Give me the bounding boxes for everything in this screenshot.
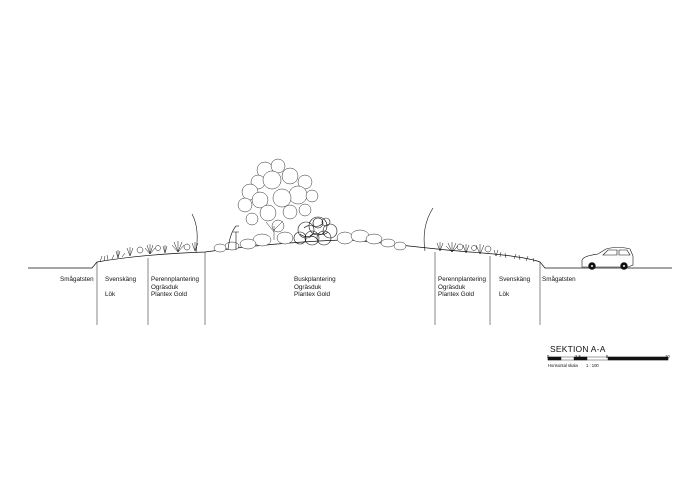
- scale-tick-0: 0: [547, 354, 550, 359]
- car-icon: [581, 247, 634, 270]
- zone-label-svenskang-left: Svenskäng Lök: [105, 276, 137, 299]
- shrub-icon: [293, 216, 338, 246]
- zone-label-smagatsten-right: Smågatsten: [542, 276, 576, 283]
- scale-caption: Horisontal skala 1 : 100: [548, 363, 599, 368]
- zone-label-buskplantering: Buskplantering Ogräsduk Plantex Gold: [294, 276, 336, 299]
- lamp-post-icon: [191, 207, 434, 253]
- scale-tick-10: 10: [665, 354, 670, 359]
- zone-label-perennplantering-right: Perennplantering Ogräsduk Plantex Gold: [438, 276, 486, 299]
- scale-tick-2-5: 2.5: [575, 354, 581, 359]
- scale-ratio: 1 : 100: [585, 363, 599, 368]
- perennial-icon: [99, 241, 199, 263]
- zone-label-smagatsten-left: Smågatsten: [60, 276, 94, 283]
- perennial-icon-right: [436, 242, 535, 263]
- scale-bar: [547, 356, 669, 361]
- zone-label-perennplantering-left: Perennplantering Ogräsduk Plantex Gold: [151, 276, 199, 299]
- zone-dividers: [96, 252, 541, 325]
- scale-tick-5: 5: [606, 354, 609, 359]
- section-title: SEKTION A-A: [550, 344, 606, 354]
- ground-profile: [28, 239, 672, 269]
- tree-icon: [237, 158, 319, 240]
- low-shrubs: [213, 229, 407, 253]
- zone-label-svenskang-right: Svenskäng Lök: [499, 276, 531, 299]
